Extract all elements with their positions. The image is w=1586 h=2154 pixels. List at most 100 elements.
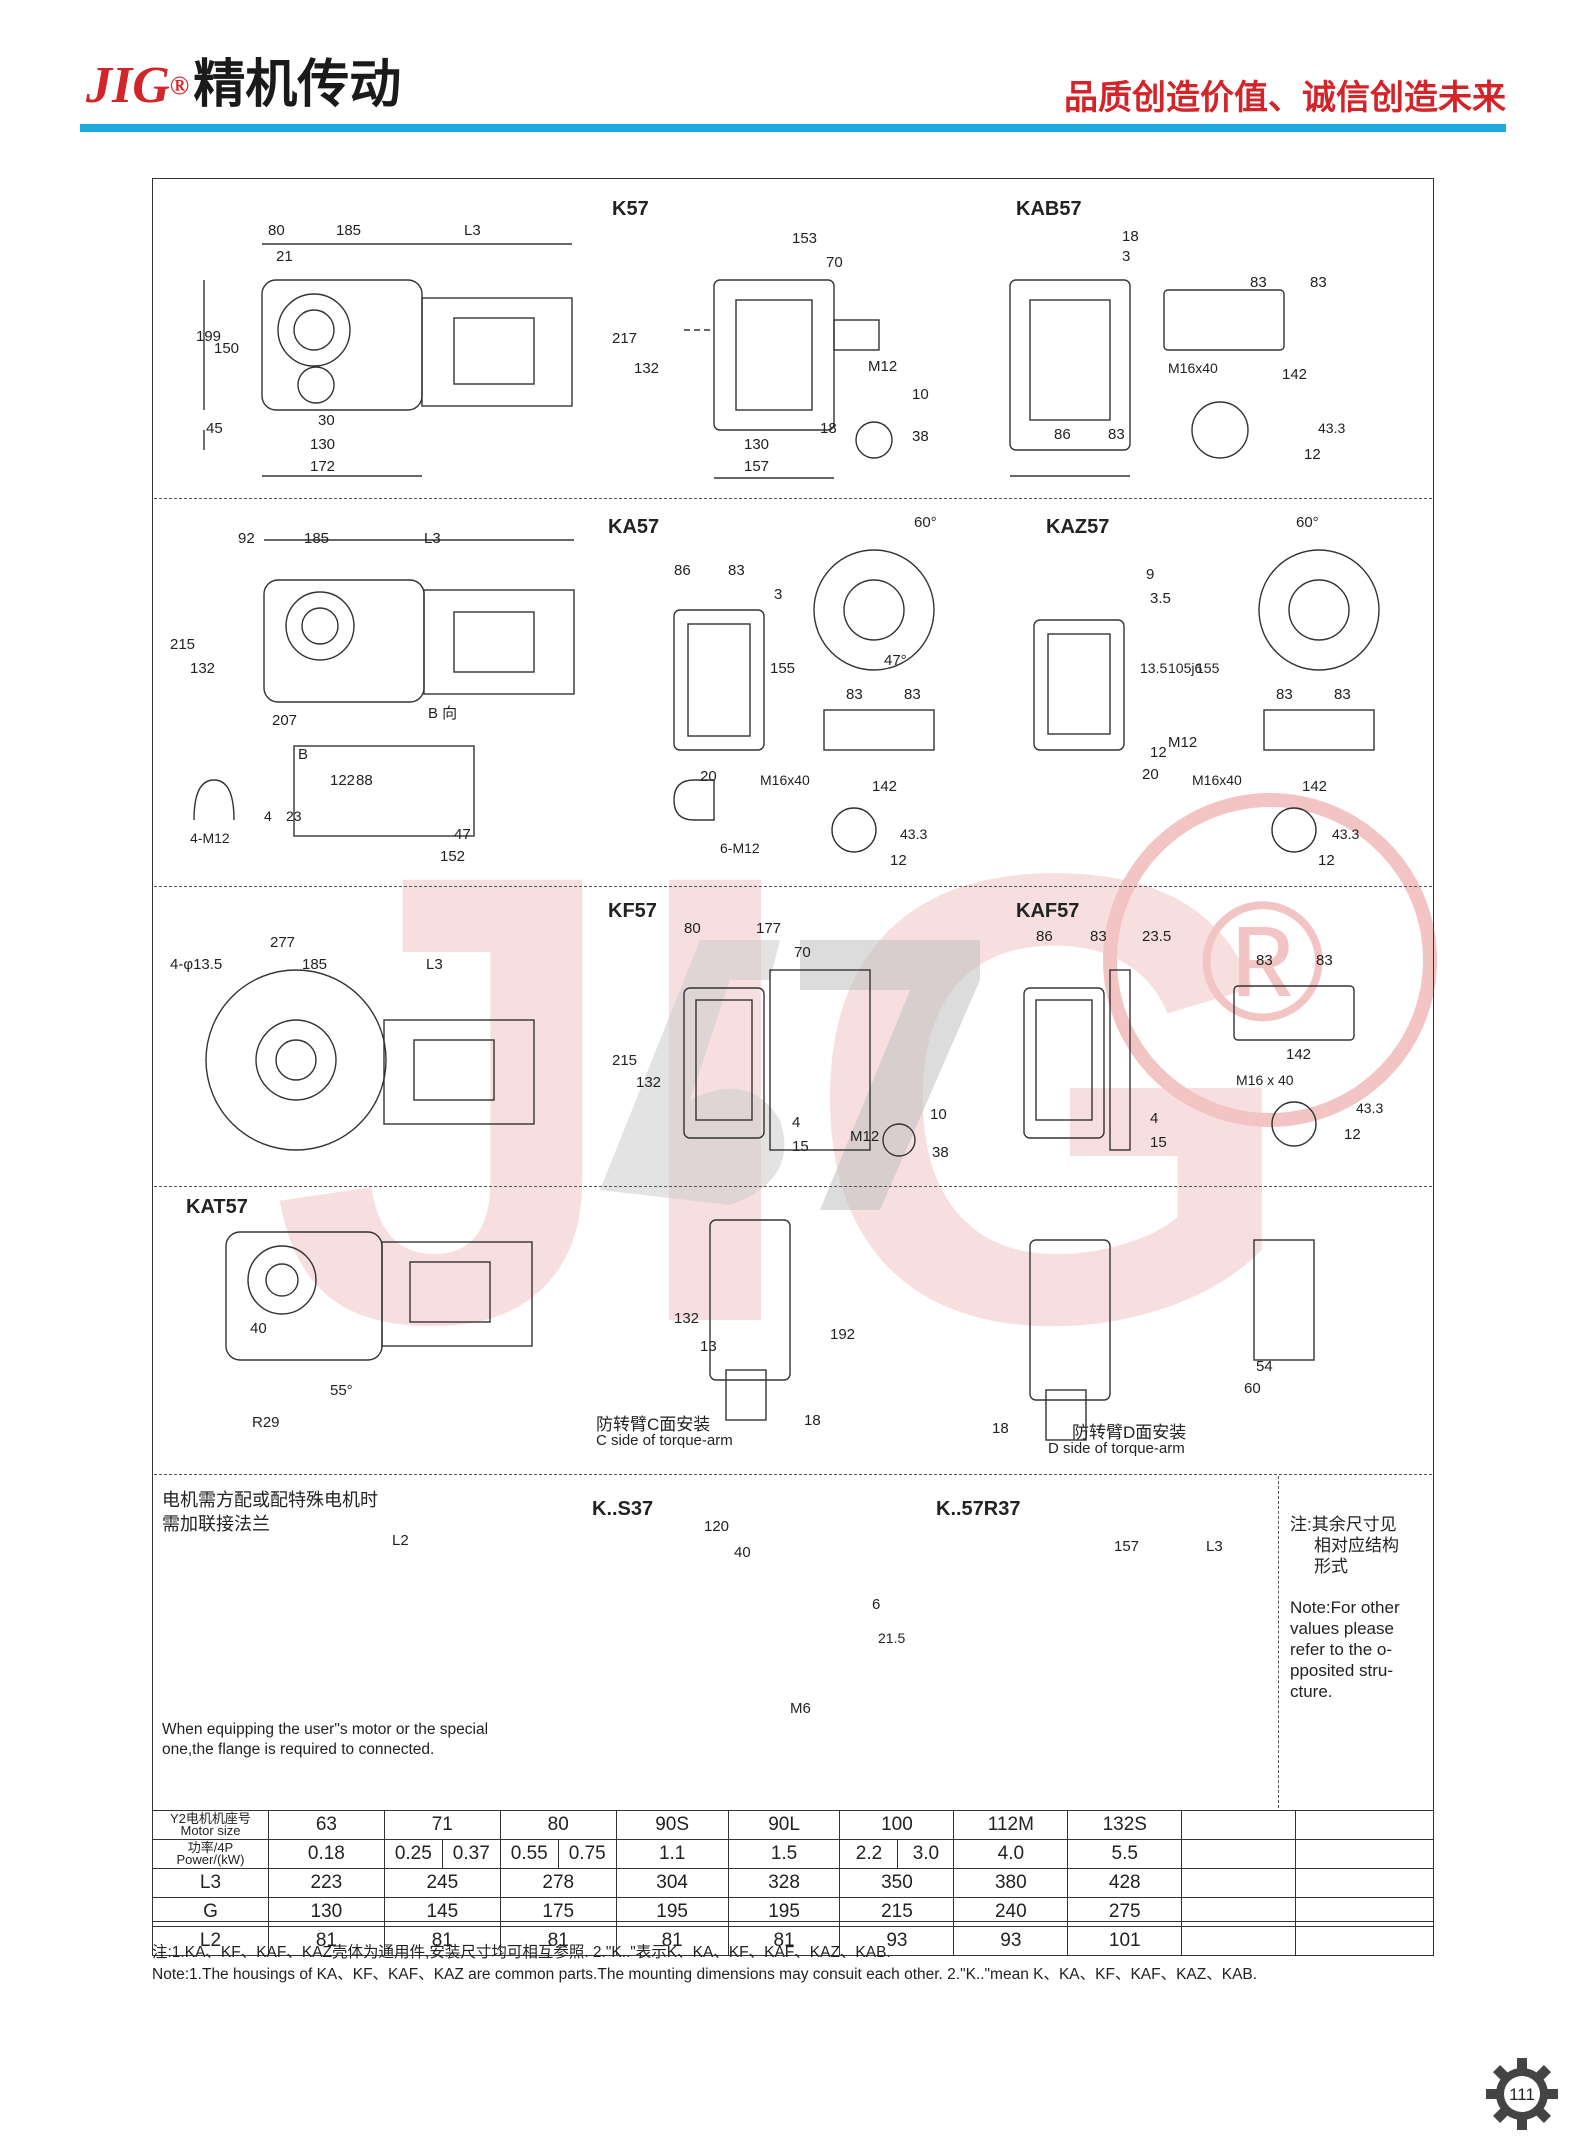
dim-ka57-215: 215 (170, 636, 196, 653)
dim-ka57-132: 132 (190, 660, 216, 677)
dim-ka57-433: 43.3 (900, 826, 928, 842)
dim-kat57-18a: 18 (804, 1412, 821, 1429)
dim-kab57-83a: 83 (1250, 274, 1267, 291)
table-cell: 0.25 (383, 1839, 443, 1869)
flange-note-en-line1: When equipping the user"s motor or the s… (162, 1721, 489, 1738)
brand-registered: ® (169, 71, 190, 100)
table-cell: 1.5 (727, 1839, 841, 1869)
dim-k57-45: 45 (206, 420, 223, 437)
side-note-en2: values please (1290, 1619, 1394, 1638)
dim-ka57-88: 88 (356, 772, 373, 789)
dim-ka57-60deg: 60° (914, 514, 937, 531)
dim-kaf57-15: 15 (1150, 1134, 1167, 1151)
dim-ka57-l3: L3 (424, 530, 441, 547)
dim-k57r37-157: 157 (1114, 1538, 1140, 1555)
dim-k57-38: 38 (912, 428, 929, 445)
dim-kaz57-12b: 12 (1318, 852, 1335, 869)
dim-kaz57-135: 13.5 (1140, 660, 1168, 676)
table-cell: 0.75 (557, 1839, 617, 1869)
dim-k57-30: 30 (318, 412, 335, 429)
table-cell: 81 (615, 1926, 729, 1956)
dim-ka57-155: 155 (770, 660, 796, 677)
dim-ks37-120: 120 (704, 1518, 730, 1535)
dim-kaf57-433: 43.3 (1356, 1100, 1384, 1116)
table-cell (1181, 1897, 1297, 1927)
table-cell (1181, 1926, 1297, 1956)
dim-kat57-18b: 18 (992, 1420, 1009, 1437)
table-row-header: L2 (152, 1926, 269, 1956)
dim-kaz57-60deg: 60° (1296, 514, 1319, 531)
side-note-cn3: 形式 (1314, 1557, 1348, 1576)
dim-ks37-40: 40 (734, 1544, 751, 1561)
dim-k57-150: 150 (214, 340, 240, 357)
dim-ka57-83: 83 (728, 562, 745, 579)
dim-kf57-4: 4 (792, 1114, 801, 1131)
table-cell (1295, 1810, 1434, 1840)
table-cell: 132S (1067, 1810, 1183, 1840)
dim-ka57-12: 12 (890, 852, 907, 869)
label-kaz57: KAZ57 (1046, 516, 1110, 538)
dim-kaf57-235: 23.5 (1142, 928, 1172, 945)
kaz57-view (1033, 549, 1380, 853)
dim-k57-185: 185 (336, 222, 362, 239)
side-note-en1: Note:For other (1290, 1598, 1400, 1617)
table-cell: 0.18 (267, 1839, 385, 1869)
dim-ka57-6m12: 6-M12 (720, 840, 760, 856)
d-side-label-en: D side of torque-arm (1048, 1440, 1185, 1457)
dim-ka57-152: 152 (440, 848, 466, 865)
brand-mark: JIG (86, 57, 170, 114)
dim-ka57-83b: 83 (846, 686, 863, 703)
table-row-l3: L3 223 245 278 304 328 350 380 428 (152, 1868, 1434, 1898)
table-cell: 145 (383, 1897, 501, 1927)
dim-ka57-92: 92 (238, 530, 255, 547)
table-cell: 278 (499, 1868, 617, 1898)
dim-kab57-86: 86 (1054, 426, 1071, 443)
table-cell: 4.0 (953, 1839, 1069, 1869)
dim-ka57-142: 142 (872, 778, 898, 795)
table-row-header: L3 (152, 1868, 269, 1898)
dim-k57-217: 217 (612, 330, 638, 347)
table-cell: 223 (267, 1868, 385, 1898)
label-kf57: KF57 (608, 900, 657, 922)
side-note-en4: pposited stru- (1290, 1661, 1393, 1680)
flange-note-en: When equipping the user"s motor or the s… (162, 1720, 488, 1760)
table-cell: 81 (499, 1926, 617, 1956)
dim-kat57-192: 192 (830, 1326, 856, 1343)
dim-ka57-47deg: 47° (884, 652, 907, 669)
dim-ka57-122: 122 (330, 772, 356, 789)
table-cell: 240 (953, 1897, 1069, 1927)
dim-ka57-23: 23 (286, 808, 302, 824)
label-ks37: K..S37 (592, 1498, 654, 1520)
dim-kaf57-83b: 83 (1256, 952, 1273, 969)
dim-k57-130b: 130 (744, 436, 770, 453)
side-note-cn2: 相对应结构 (1314, 1536, 1399, 1555)
dim-kaz57-m12: M12 (1168, 734, 1198, 751)
dim-kab57-18: 18 (1122, 228, 1139, 245)
dim-k57-70: 70 (826, 254, 843, 271)
dim-ks37-l2: L2 (392, 1532, 409, 1549)
table-cell: 245 (383, 1868, 501, 1898)
dim-kf57-m12: M12 (850, 1128, 880, 1145)
table-cell (1295, 1839, 1434, 1869)
dim-kf57-15: 15 (792, 1138, 809, 1155)
brand-logo: JIG®精机传动 (86, 56, 401, 116)
dim-kaz57-155: 155 (1196, 660, 1220, 676)
dim-kf57-80: 80 (684, 920, 701, 937)
dim-kf57-177: 177 (756, 920, 782, 937)
side-note-cn1: 注:其余尺寸见 (1290, 1515, 1397, 1534)
watermark-5 (600, 940, 785, 1205)
dim-k57-130: 130 (310, 436, 336, 453)
dim-ks37-m6: M6 (790, 1700, 811, 1717)
dim-kaf57-12: 12 (1344, 1126, 1361, 1143)
table-cell (1181, 1868, 1297, 1898)
dim-kat57-r29: R29 (252, 1414, 280, 1431)
table-cell: 71 (383, 1810, 501, 1840)
table-cell: 81 (727, 1926, 841, 1956)
table-cell: 80 (499, 1810, 617, 1840)
page-number-badge: 111 (1486, 2058, 1558, 2130)
table-cell: 428 (1067, 1868, 1183, 1898)
dim-kab57-433: 43.3 (1318, 420, 1346, 436)
dim-kaz57-83a: 83 (1276, 686, 1293, 703)
